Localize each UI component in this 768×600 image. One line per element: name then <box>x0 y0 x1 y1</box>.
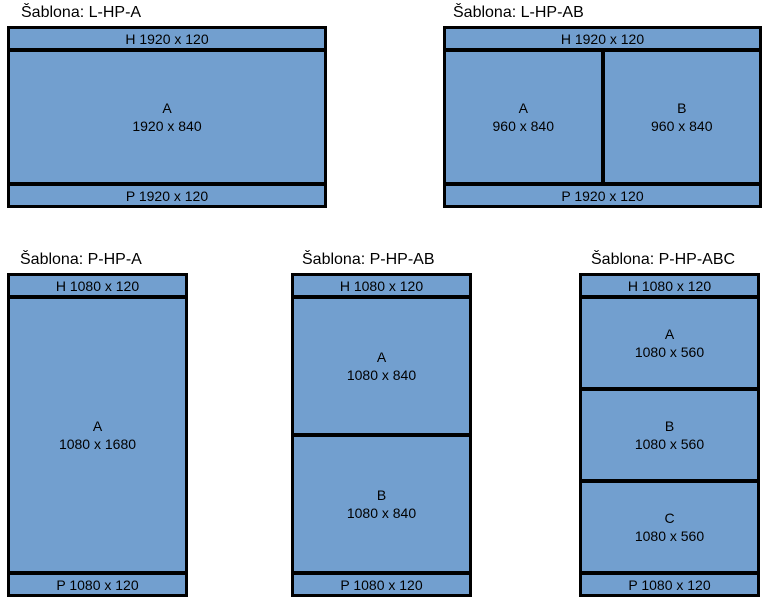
template-diagram-p-hp-ab: H 1080 x 120 A 1080 x 840 B 1080 x 840 P… <box>291 273 472 597</box>
template-diagram-l-hp-a: H 1920 x 120 A 1920 x 840 P 1920 x 120 <box>7 26 327 208</box>
zone-a: A 1080 x 840 <box>294 299 469 433</box>
zone-a: A 1080 x 1680 <box>10 299 185 571</box>
zone-area: A 960 x 840 B 960 x 840 <box>446 52 759 182</box>
zone-c: C 1080 x 560 <box>582 483 757 571</box>
zone-b: B 960 x 840 <box>604 52 759 182</box>
template-title-p-hp-abc: Šablona: P-HP-ABC <box>591 251 736 268</box>
template-title-p-hp-ab: Šablona: P-HP-AB <box>302 251 435 268</box>
zone-label: B <box>677 100 687 116</box>
zone-label: C <box>664 510 675 526</box>
template-title-l-hp-ab: Šablona: L-HP-AB <box>453 4 584 21</box>
template-diagram-l-hp-ab: H 1920 x 120 A 960 x 840 B 960 x 840 P 1… <box>443 26 762 208</box>
template-diagram-p-hp-a: H 1080 x 120 A 1080 x 1680 P 1080 x 120 <box>7 273 188 597</box>
zone-b: B 1080 x 560 <box>582 391 757 479</box>
footer-band: P 1080 x 120 <box>10 575 185 594</box>
zone-a: A 960 x 840 <box>446 52 601 182</box>
zone-a: A 1080 x 560 <box>582 299 757 387</box>
zone-size: 1080 x 1680 <box>58 436 137 452</box>
zone-label: A <box>162 100 172 116</box>
zone-label: A <box>518 100 528 116</box>
zone-label: A <box>376 349 387 365</box>
header-band: H 1920 x 120 <box>10 29 324 48</box>
footer-band: P 1920 x 120 <box>446 186 759 205</box>
footer-band: P 1920 x 120 <box>10 186 324 205</box>
footer-band: P 1080 x 120 <box>294 575 469 594</box>
zone-area: A 1920 x 840 <box>10 52 324 182</box>
header-band: H 1080 x 120 <box>294 276 469 295</box>
zone-label: B <box>664 418 675 434</box>
template-title-l-hp-a: Šablona: L-HP-A <box>21 4 142 21</box>
template-diagram-p-hp-abc: H 1080 x 120 A 1080 x 560 B 1080 x 560 C… <box>579 273 760 597</box>
header-band: H 1920 x 120 <box>446 29 759 48</box>
zone-size: 1080 x 560 <box>634 528 705 544</box>
header-band: H 1080 x 120 <box>10 276 185 295</box>
header-band: H 1080 x 120 <box>582 276 757 295</box>
zone-b: B 1080 x 840 <box>294 437 469 571</box>
zone-size: 1080 x 840 <box>346 367 417 383</box>
zone-area: A 1080 x 560 B 1080 x 560 C 1080 x 560 <box>582 299 757 571</box>
zone-label: A <box>92 418 103 434</box>
zone-label: A <box>664 326 675 342</box>
zone-area: A 1080 x 840 B 1080 x 840 <box>294 299 469 571</box>
zone-size: 1080 x 840 <box>346 505 417 521</box>
template-title-p-hp-a: Šablona: P-HP-A <box>20 251 142 268</box>
zone-size: 960 x 840 <box>492 118 555 134</box>
zone-size: 1080 x 560 <box>634 344 705 360</box>
footer-band: P 1080 x 120 <box>582 575 757 594</box>
zone-size: 1080 x 560 <box>634 436 705 452</box>
zone-area: A 1080 x 1680 <box>10 299 185 571</box>
zone-a: A 1920 x 840 <box>10 52 324 182</box>
zone-size: 960 x 840 <box>651 118 713 134</box>
zone-label: B <box>376 487 387 503</box>
zone-size: 1920 x 840 <box>132 118 202 134</box>
